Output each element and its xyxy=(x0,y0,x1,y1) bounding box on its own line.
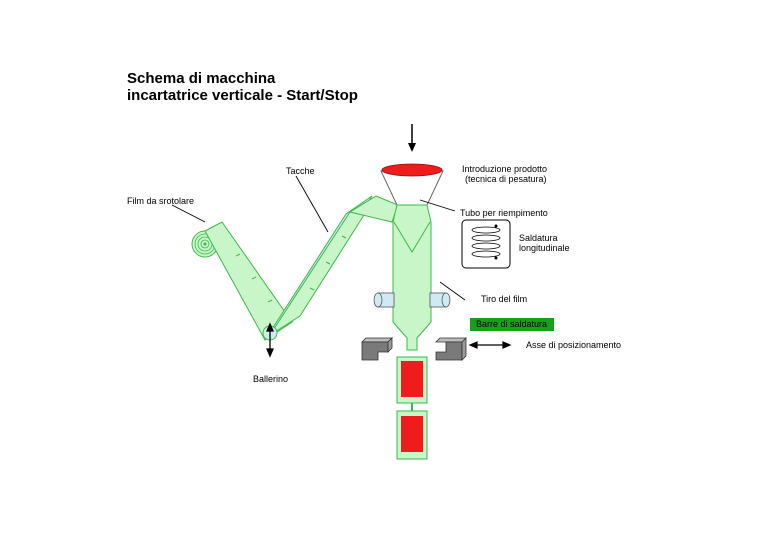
sealing-bar-right xyxy=(435,337,467,361)
pull-roller-left xyxy=(373,292,395,308)
positioning-axis-arrow xyxy=(468,341,512,349)
label-barre: Barre di saldatura xyxy=(470,318,554,331)
label-tiro: Tiro del film xyxy=(481,294,528,304)
label-film: Film da srotolare xyxy=(127,196,195,206)
label-tubo: Tubo per riempimento xyxy=(460,208,548,218)
forming-fold xyxy=(393,221,431,253)
label-tecnica: (tecnica di pesatura) xyxy=(465,174,547,184)
title-line-1: Schema di macchina xyxy=(127,70,276,87)
label-asse: Asse di posizionamento xyxy=(526,340,622,350)
label-saldatura-2: longitudinale xyxy=(519,243,570,253)
bag-lower xyxy=(396,410,428,460)
film-web-upper xyxy=(269,195,377,336)
label-introduzione: Introduzione prodotto xyxy=(462,164,548,174)
hopper-product xyxy=(381,163,443,177)
label-saldatura-1: Saldatura xyxy=(519,233,558,243)
leader-lines xyxy=(171,175,466,301)
title-line-2: incartatrice verticale - Start/Stop xyxy=(127,87,358,104)
product-input-arrow xyxy=(408,124,416,152)
tacche-marks xyxy=(235,235,347,303)
label-ballerino: Ballerino xyxy=(253,374,289,384)
pull-roller-right xyxy=(429,292,451,308)
forming-tube xyxy=(392,204,432,351)
diagram-title: Schema di macchina incartatrice vertical… xyxy=(127,70,358,104)
bag-upper xyxy=(396,356,428,404)
label-tacche: Tacche xyxy=(286,166,315,176)
sealing-bar-left xyxy=(361,337,393,361)
saldatura-icon xyxy=(461,219,511,269)
ballerino-arrow xyxy=(266,322,274,358)
